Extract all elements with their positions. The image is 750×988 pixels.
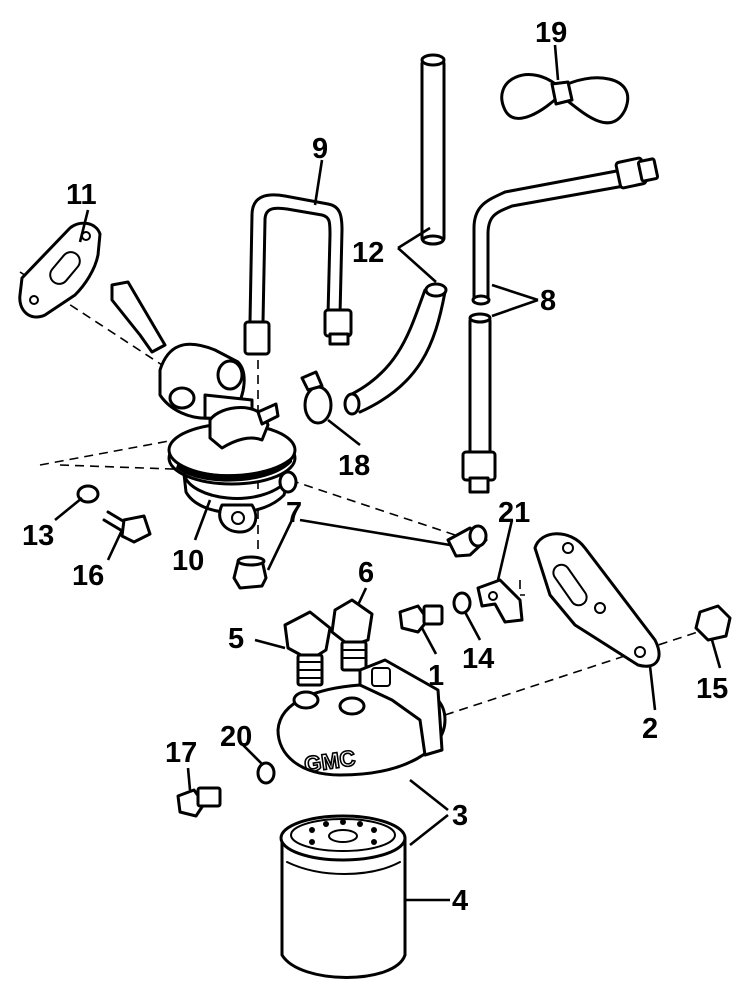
callout-17: 17 xyxy=(165,737,197,769)
elbow-fitting-6 xyxy=(330,598,374,672)
callout-18: 18 xyxy=(338,450,370,482)
bolt-16 xyxy=(102,510,152,544)
callout-11: 11 xyxy=(66,179,97,211)
callout-2: 2 xyxy=(642,713,658,745)
callout-14: 14 xyxy=(462,643,494,675)
filter-base: GMC xyxy=(276,658,447,778)
washer-14 xyxy=(452,591,472,615)
mounting-bracket xyxy=(533,532,661,668)
nut-15 xyxy=(694,604,732,642)
fuel-line xyxy=(461,156,660,494)
callout-1: 1 xyxy=(428,660,444,692)
fuel-hose xyxy=(343,53,448,416)
callout-21: 21 xyxy=(498,497,530,529)
callout-5: 5 xyxy=(228,623,244,655)
washer-13 xyxy=(76,484,100,504)
callout-19: 19 xyxy=(535,17,567,49)
hose-clamp xyxy=(300,370,333,425)
callout-10: 10 xyxy=(172,545,204,577)
bolt-17 xyxy=(176,786,222,818)
callout-20: 20 xyxy=(220,721,252,753)
bolt-1 xyxy=(398,604,444,634)
callout-3: 3 xyxy=(452,800,468,832)
callout-13: 13 xyxy=(22,520,54,552)
fuel-filter xyxy=(279,814,407,979)
fittings xyxy=(232,524,488,590)
clip-21 xyxy=(476,578,524,624)
fuel-tube xyxy=(243,193,353,356)
washer-20 xyxy=(256,761,276,785)
callout-6: 6 xyxy=(358,557,374,589)
callout-4: 4 xyxy=(452,885,468,917)
callout-8: 8 xyxy=(540,285,556,317)
callouts: 19 11 9 12 8 18 13 16 10 7 21 6 5 1 14 1… xyxy=(22,17,728,917)
elbow-fitting-5 xyxy=(283,610,332,687)
callout-9: 9 xyxy=(312,133,328,165)
gasket xyxy=(18,221,102,319)
callout-12: 12 xyxy=(352,237,384,269)
callout-7: 7 xyxy=(286,497,302,529)
callout-16: 16 xyxy=(72,560,104,592)
fuel-pump xyxy=(110,280,298,534)
callout-15: 15 xyxy=(696,673,728,705)
tie-strap xyxy=(500,73,629,125)
leader-lines xyxy=(54,44,722,902)
